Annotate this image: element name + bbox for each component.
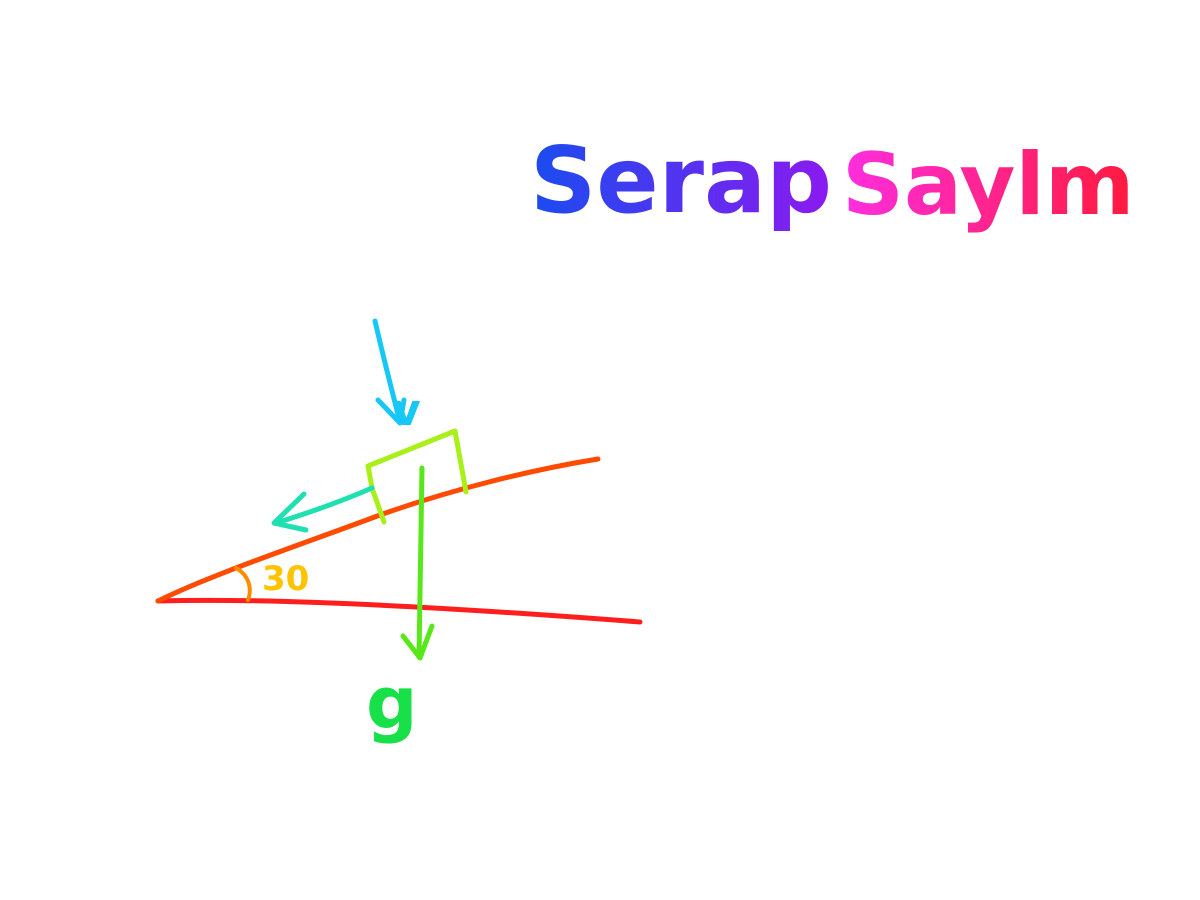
incline-line (155, 456, 601, 604)
force-arrow-down-slope (273, 485, 375, 526)
arrowhead-down-slope-icon (271, 491, 309, 533)
author-first-name: Serap (530, 127, 832, 234)
author-last-name: Saylm (842, 135, 1134, 235)
angle-arc (234, 566, 252, 602)
ground-line (155, 597, 643, 625)
gravity-label: g (366, 661, 418, 745)
arrowhead-gravity-icon (400, 623, 435, 661)
velocity-arrow (372, 318, 403, 425)
gravity-arrow (416, 465, 425, 660)
block-on-incline (365, 428, 469, 525)
arrowhead-velocity-icon (375, 397, 407, 426)
angle-label: 30 (262, 559, 309, 599)
velocity-label: v (392, 385, 421, 436)
